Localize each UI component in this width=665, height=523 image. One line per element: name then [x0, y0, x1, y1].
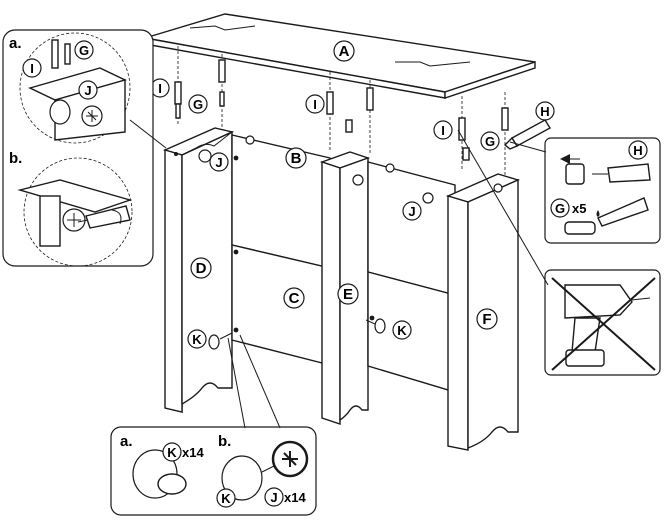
glue-bottle-icon: [503, 119, 551, 150]
svg-text:A: A: [339, 43, 350, 60]
label-i-3: I: [433, 120, 453, 140]
label-g-2: G: [480, 131, 500, 151]
svg-text:K: K: [192, 332, 202, 347]
label-i-1: I: [150, 78, 170, 98]
svg-text:G: G: [555, 201, 565, 216]
svg-text:H: H: [633, 143, 642, 158]
label-b: B: [285, 147, 307, 169]
svg-text:x14: x14: [284, 490, 306, 505]
svg-text:I: I: [30, 61, 34, 76]
label-c: C: [283, 287, 305, 309]
svg-text:F: F: [482, 311, 491, 328]
svg-text:J: J: [270, 490, 277, 505]
cap-k-markers: [208, 318, 386, 350]
leader-bottom-2: [239, 334, 281, 429]
svg-text:x5: x5: [572, 201, 586, 216]
label-j-2: J: [402, 201, 422, 221]
svg-text:C: C: [289, 290, 300, 307]
svg-text:G: G: [79, 43, 89, 58]
leader-bottom: [227, 337, 246, 429]
svg-text:J: J: [408, 204, 415, 219]
inset-glue-steps: H G x5: [544, 137, 661, 244]
svg-text:G: G: [193, 97, 203, 112]
svg-text:K: K: [397, 323, 407, 338]
svg-text:J: J: [84, 83, 91, 98]
svg-text:I: I: [441, 123, 445, 138]
svg-text:D: D: [196, 260, 207, 277]
inset-bottom-caps: a. b. K x14 K J x14: [110, 426, 317, 516]
svg-text:b.: b.: [218, 433, 231, 450]
svg-text:I: I: [158, 81, 162, 96]
svg-text:E: E: [343, 286, 353, 303]
leader-drill: [457, 129, 549, 286]
label-j-1: J: [209, 152, 229, 172]
dowels: [174, 59, 509, 161]
svg-text:a.: a.: [120, 433, 133, 450]
label-e: E: [337, 283, 359, 305]
label-k-2: K: [392, 320, 412, 340]
label-i-2: I: [305, 94, 325, 114]
label-k-1: K: [187, 329, 207, 349]
label-d: D: [190, 257, 212, 279]
svg-text:H: H: [540, 104, 549, 119]
label-h-1: H: [535, 101, 555, 121]
panel-b-right: [367, 161, 456, 393]
label-f: F: [476, 308, 498, 330]
screwdriver-icon: [77, 205, 131, 229]
svg-text:b.: b.: [9, 150, 22, 167]
svg-text:G: G: [485, 134, 495, 149]
svg-text:J: J: [215, 155, 222, 170]
leader-glue: [509, 141, 547, 153]
svg-text:a.: a.: [9, 35, 22, 52]
no-power-drill-icon: [544, 269, 661, 376]
leader-top-left: [129, 119, 167, 149]
cam-locks: [174, 135, 503, 333]
svg-text:I: I: [313, 97, 317, 112]
svg-text:K: K: [221, 491, 231, 506]
label-a: A: [333, 40, 355, 62]
svg-text:K: K: [167, 445, 177, 460]
inset-top-left: a. b. I G J: [2, 29, 154, 267]
svg-text:B: B: [291, 150, 302, 167]
label-g-1: G: [188, 94, 208, 114]
svg-text:x14: x14: [182, 445, 204, 460]
